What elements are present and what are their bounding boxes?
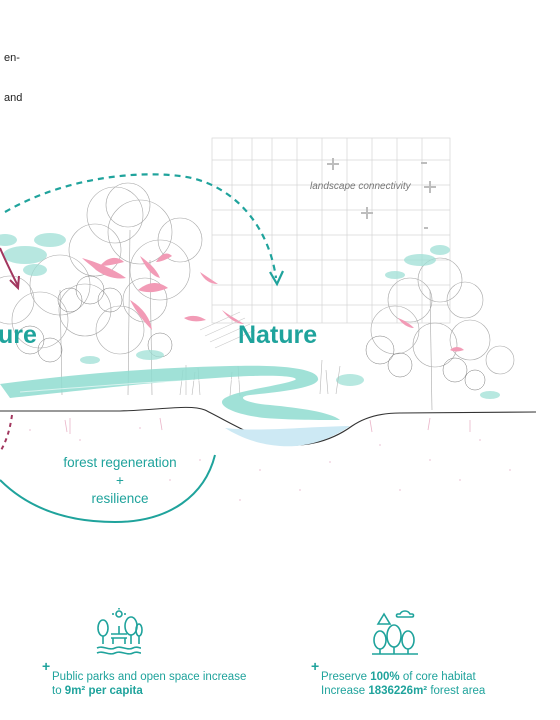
stat-2-line-2-suffix: forest area: [427, 685, 486, 697]
stat-1-highlight: 9m² per capita: [64, 685, 143, 697]
nature-label: Nature: [238, 321, 318, 349]
soil-roots: [64, 417, 471, 434]
stat-2-line-1-prefix: Preserve: [321, 671, 371, 683]
stat-2-highlight-1: 100%: [370, 671, 400, 683]
stat-1-plus-icon: +: [42, 658, 51, 674]
cycle-arc: [0, 454, 216, 524]
stat-2-plus-icon: +: [311, 658, 320, 674]
wind-hatching: [199, 311, 256, 349]
sketch-trees-right: [370, 257, 515, 411]
connectivity-grid: [211, 137, 451, 324]
mint-foliage-right: [336, 245, 500, 399]
sketch-trees-left: [0, 182, 203, 396]
sketch-trees-left-dark: [15, 275, 173, 363]
mint-foliage-left: [0, 233, 164, 364]
stat-1-line-2: to 9m² per capita: [52, 684, 246, 698]
pink-arrow: [0, 247, 19, 287]
stat-2-line-1-suffix: of core habitat: [399, 671, 476, 683]
cycle-plus: +: [116, 473, 124, 488]
pink-arrow-head: [9, 275, 20, 291]
stat-1-caption: Public parks and open space increase to …: [52, 670, 246, 698]
text-fragment-1: en-: [4, 52, 20, 64]
arc-arrow-head: [269, 270, 284, 287]
dashed-flow-arc: [4, 173, 278, 279]
water-pool: [225, 426, 350, 447]
river-band: [0, 365, 340, 420]
forest-habitat-icon: [372, 610, 418, 655]
cycle-line-1: forest regeneration: [63, 455, 177, 470]
sketch-trees-right-dark: [365, 335, 486, 391]
cycle-text: forest regeneration + resilience: [40, 454, 200, 508]
stat-2-caption: Preserve 100% of core habitat Increase 1…: [321, 670, 485, 698]
stat-2-line-2: Increase 1836226m² forest area: [321, 684, 485, 698]
bird-flock: [82, 253, 464, 352]
text-fragment-2: and: [4, 92, 23, 104]
stat-1-line-2-prefix: to: [52, 685, 65, 697]
landscape-connectivity-label: landscape connectivity: [310, 181, 411, 192]
stat-2-highlight-2: 1836226m²: [368, 685, 428, 697]
pink-dashed-arc: [0, 414, 13, 453]
cycle-line-2: resilience: [91, 491, 149, 506]
grid-plus-marks: [327, 158, 436, 229]
soil-dots: [29, 427, 511, 501]
stat-1-line-1: Public parks and open space increase: [52, 671, 247, 683]
stat-2-line-1: Preserve 100% of core habitat: [321, 670, 485, 684]
left-label-fragment: ure: [0, 321, 37, 349]
park-icon: [96, 608, 143, 655]
stat-2-line-2-prefix: Increase: [321, 685, 369, 697]
